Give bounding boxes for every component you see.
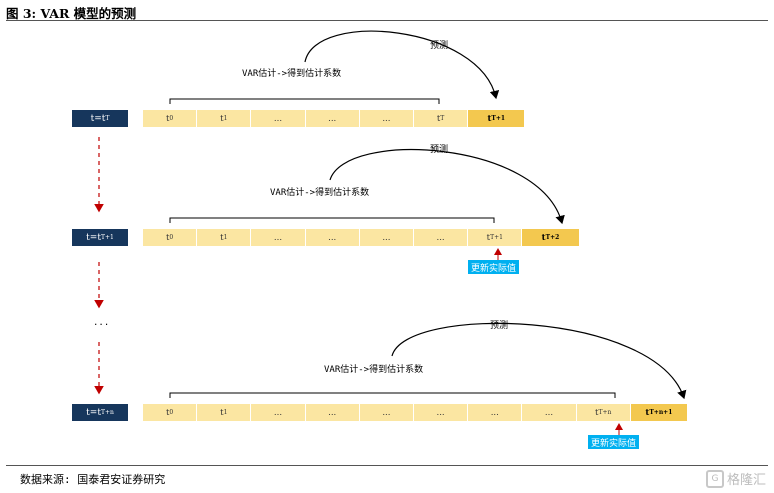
timeline-cell-base: ...	[273, 232, 283, 243]
timeline-cell-sub: T+1	[490, 234, 503, 241]
timeline-cell: ...	[359, 404, 414, 421]
timeline-cell: ...	[251, 404, 306, 421]
prediction-cell-base: t	[487, 113, 492, 124]
timeline-cell-base: t	[165, 232, 170, 243]
update-actual-box-2: 更新实际值	[588, 435, 640, 449]
prediction-cell-base: t	[645, 407, 650, 418]
timeline-cell-sub: T+n	[598, 409, 612, 416]
source-note: 数据来源: 国泰君安证券研究	[20, 473, 166, 486]
timeline-cell-base: ...	[328, 232, 337, 243]
watermark-logo-icon: G	[705, 469, 724, 488]
timeline-cell-sub: T	[440, 115, 445, 122]
timeline-cell-base: t	[220, 113, 224, 124]
timeline-cell-sub: 1	[223, 409, 228, 416]
timeline-cell: ...	[414, 229, 469, 246]
timeline-cell: ...	[359, 110, 414, 127]
timeline-cell-base: ...	[328, 407, 337, 418]
timeline-cell-base: t	[165, 407, 170, 418]
timeline-cell-base: ...	[382, 232, 391, 243]
estimate-text-3: VAR估计->得到估计系数	[324, 365, 424, 375]
forecast-arrow-2	[329, 149, 565, 225]
estimation-bracket-1	[169, 98, 440, 104]
timeline-cell-base: t	[436, 113, 441, 124]
timeline-cell-sub: 0	[169, 409, 174, 416]
prediction-cell-sub: T+1	[491, 115, 506, 122]
timeline-cell: ...	[305, 229, 360, 246]
row-label-2-base: t=t	[86, 232, 101, 243]
timeline-cell: ...	[251, 229, 306, 246]
forecast-text-1: 预测	[430, 41, 449, 51]
timeline-cell-base: ...	[490, 407, 499, 418]
timeline-cell-base: t	[165, 113, 170, 124]
prediction-cell-sub: T+2	[545, 234, 560, 241]
update-actual-box-1: 更新实际值	[468, 260, 520, 274]
timeline-cell: ...	[251, 110, 306, 127]
top-rule	[6, 20, 768, 21]
forecast-arrow-1	[304, 30, 500, 100]
row-ellipsis: ...	[93, 318, 110, 328]
estimation-bracket-2	[169, 217, 495, 223]
timeline-cell: ...	[305, 110, 360, 127]
timeline-cell-base: ...	[544, 407, 554, 418]
timeline-cell-base: ...	[328, 113, 337, 124]
timeline-cell-base: ...	[382, 407, 391, 418]
prediction-cell-sub: T+n+1	[649, 409, 673, 416]
timeline-cell: ...	[414, 404, 469, 421]
row-label-1-base: t=t	[90, 113, 106, 124]
timeline-cell-base: t	[486, 232, 491, 243]
forecast-text-2: 预测	[430, 145, 449, 155]
estimation-bracket-3	[169, 392, 616, 398]
timeline-cell-base: t	[595, 407, 599, 418]
timeline-cell-base: ...	[382, 113, 391, 124]
estimate-text-1: VAR估计->得到估计系数	[242, 69, 342, 79]
row-label-3-base: t=t	[86, 407, 101, 418]
forecast-arrow-3	[391, 322, 687, 400]
timeline-cell: ...	[468, 404, 523, 421]
row-label-3-sub: T+n	[100, 409, 114, 416]
timeline-cell-base: t	[220, 407, 224, 418]
row-label-1-sub: T	[105, 115, 110, 122]
timeline-cell-base: ...	[273, 113, 283, 124]
timeline-cell-base: t	[220, 232, 224, 243]
timeline-cell: ...	[359, 229, 414, 246]
timeline-cell: ...	[522, 404, 577, 421]
timeline-cell-base: ...	[436, 232, 445, 243]
estimate-text-2: VAR估计->得到估计系数	[270, 188, 370, 198]
timeline-cell-sub: 0	[169, 234, 174, 241]
watermark: G 格隆汇	[705, 469, 766, 488]
timeline-cell: ...	[305, 404, 360, 421]
bottom-rule	[6, 465, 768, 466]
timeline-cell-sub: 0	[169, 115, 174, 122]
timeline-cell-base: ...	[436, 407, 445, 418]
timeline-cell-sub: 1	[223, 115, 228, 122]
timeline-cell-base: ...	[273, 407, 283, 418]
watermark-text: 格隆汇	[726, 473, 766, 488]
figure-title: 图 3: VAR 模型的预测	[6, 6, 137, 21]
row-label-2-sub: T+1	[100, 234, 114, 241]
timeline-cell-sub: 1	[223, 234, 228, 241]
prediction-cell-base: t	[541, 232, 546, 243]
forecast-text-3: 预测	[490, 321, 509, 331]
